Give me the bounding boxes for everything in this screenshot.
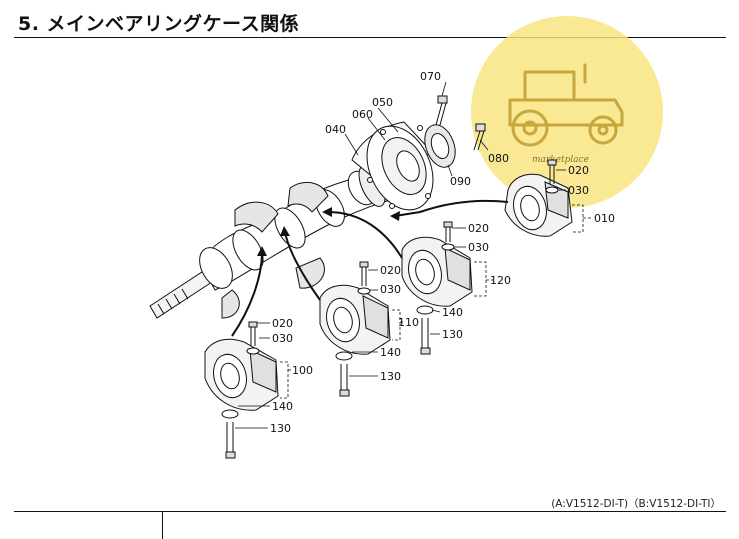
bearing-case-100 (204, 338, 279, 411)
label-030-case110: 030 (380, 283, 401, 296)
label-110: 110 (398, 316, 419, 329)
label-020-case100: 020 (272, 317, 293, 330)
label-050: 050 (372, 96, 393, 109)
leader-lines-solid (235, 81, 566, 429)
tractor-icon (508, 63, 624, 147)
label-020-top: 020 (568, 164, 589, 177)
label-100: 100 (292, 364, 313, 377)
label-080: 080 (488, 152, 509, 165)
bolt-080 (473, 123, 486, 151)
model-applicability-note: (A:V1512-DI-T)（B:V1512-DI-TI） (551, 498, 721, 510)
label-010: 010 (594, 212, 615, 225)
label-070: 070 (420, 70, 441, 83)
label-040: 040 (325, 123, 346, 136)
bolt-130-case110 (335, 351, 353, 397)
page-title: 5. メインベアリングケース関係 (18, 13, 300, 35)
bolt-020-case110 (357, 261, 371, 295)
bolt-020-case100 (246, 321, 260, 355)
watermark-logo: marketplace (471, 16, 663, 208)
label-030-case120: 030 (468, 241, 489, 254)
label-130-case100: 130 (270, 422, 291, 435)
arrow-heads (257, 207, 400, 256)
bolt-130-case100 (221, 409, 239, 459)
label-130-case120: 130 (442, 328, 463, 341)
assembly-arrows (231, 199, 509, 337)
leader-lines (280, 204, 592, 399)
label-140-case120: 140 (442, 306, 463, 319)
bolt-020-top (545, 159, 559, 194)
title-divider (14, 37, 726, 38)
label-020-case120: 020 (468, 222, 489, 235)
label-060: 060 (352, 108, 373, 121)
label-140-case110: 140 (380, 346, 401, 359)
bearing-case-110 (319, 284, 391, 355)
label-020-case110: 020 (380, 264, 401, 277)
label-140-case100: 140 (272, 400, 293, 413)
label-130-case110: 130 (380, 370, 401, 383)
bearing-case-120 (401, 236, 473, 307)
rear-seal-housing (351, 121, 456, 211)
bearing-case-010 (504, 173, 573, 237)
label-030-case100: 030 (272, 332, 293, 345)
bolt-130-case120 (416, 305, 434, 355)
label-030-top: 030 (568, 184, 589, 197)
bolt-070 (435, 95, 448, 126)
watermark-text: marketplace (532, 155, 589, 165)
bolt-020-case120 (441, 221, 455, 251)
footer-divider (14, 511, 726, 512)
label-120: 120 (490, 274, 511, 287)
footer-column-divider (162, 511, 163, 539)
label-090: 090 (450, 175, 471, 188)
part-labels: 070 050 060 040 080 090 020 030 010 020 … (270, 70, 615, 435)
